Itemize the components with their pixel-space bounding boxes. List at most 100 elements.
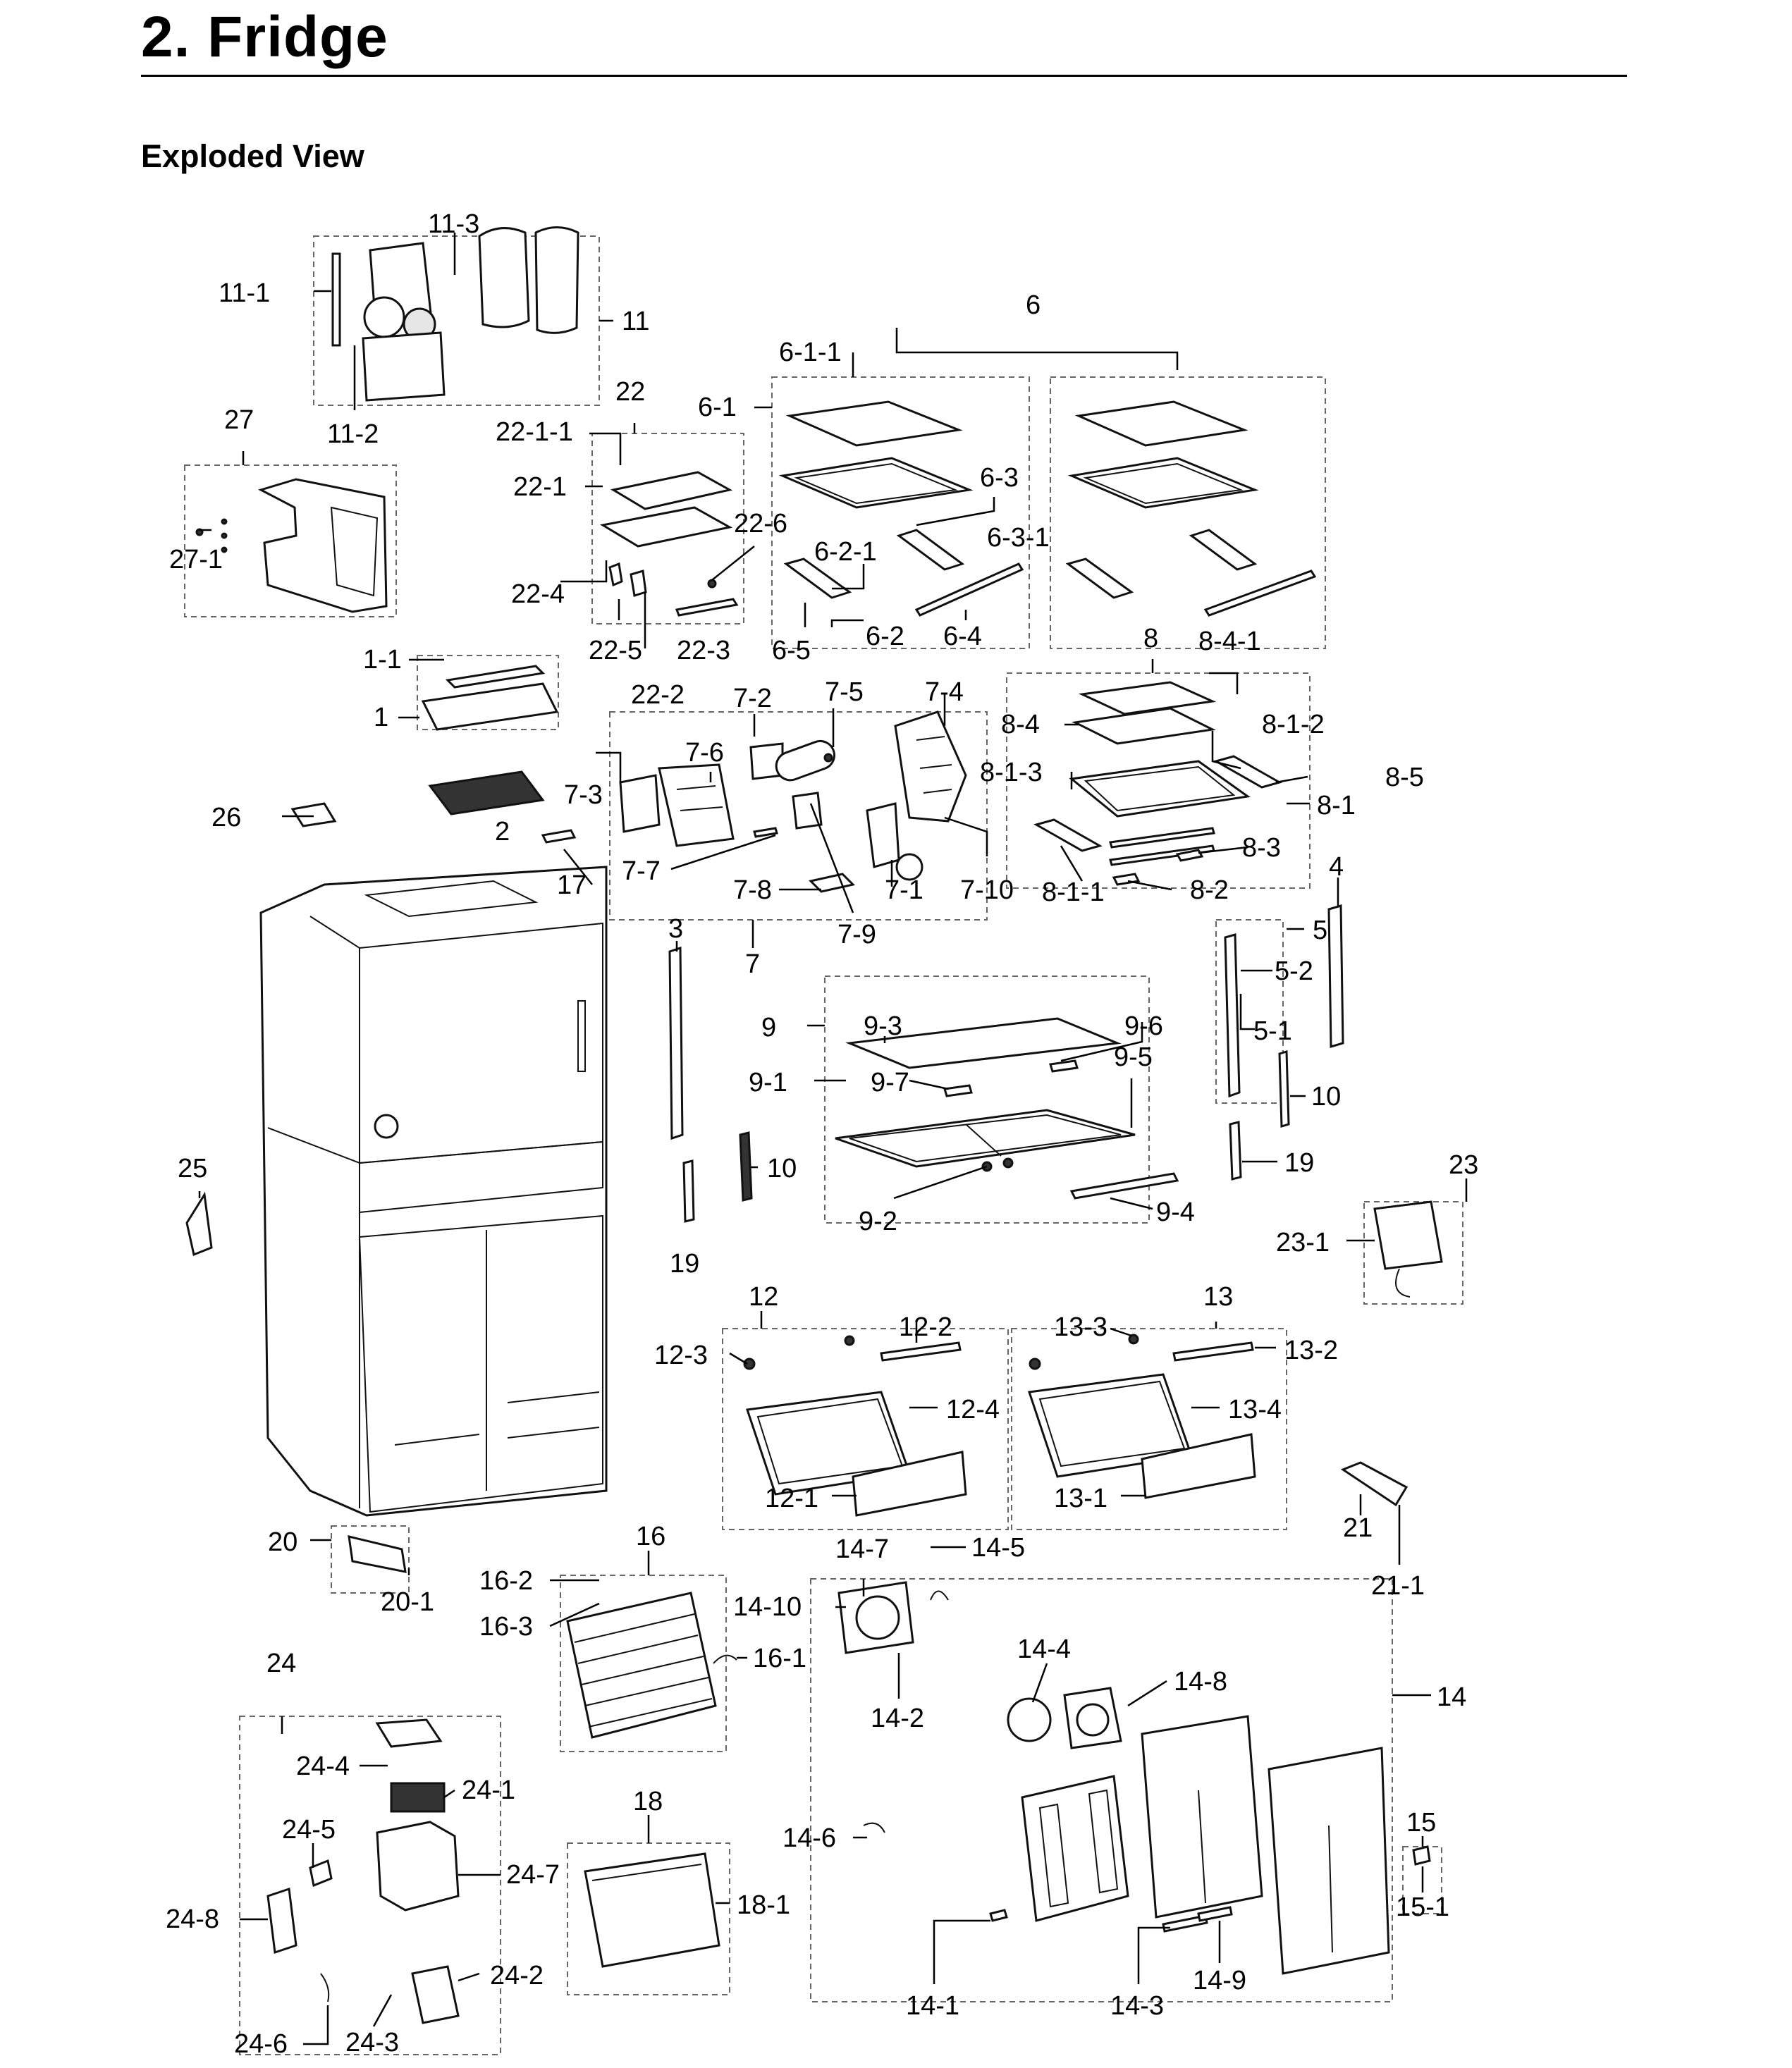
callout-label: 7-8 (733, 875, 772, 905)
part-7-assembly (619, 710, 967, 893)
callout-label: 10 (767, 1154, 797, 1183)
group-box-6-right (1050, 376, 1326, 649)
callout-label: 14-9 (1193, 1966, 1246, 1995)
part-cabinet (259, 866, 608, 1517)
callout-label: 15 (1406, 1808, 1436, 1838)
callout-label: 22-3 (677, 636, 730, 665)
callout-label: 8 (1143, 624, 1158, 653)
callout-label: 5-1 (1253, 1016, 1292, 1046)
callout-label: 27 (224, 405, 254, 435)
callout-label: 13-1 (1054, 1484, 1107, 1513)
part-1-2-26-17 (290, 665, 577, 844)
callout-label: 8-5 (1385, 763, 1424, 792)
part-24-assembly (266, 1718, 460, 2024)
callout-label: 22-2 (631, 680, 685, 710)
callout-label: 6-3 (980, 463, 1019, 493)
callout-label: 24-5 (282, 1815, 336, 1845)
part-11-assembly (331, 226, 579, 402)
callout-label: 6 (1026, 290, 1041, 320)
group-box-6-1 (771, 376, 1030, 649)
callout-label: 24-4 (296, 1752, 350, 1781)
part-9-shelf (835, 1017, 1179, 1200)
callout-label: 24-1 (462, 1775, 515, 1805)
callout-label: 24 (266, 1649, 296, 1678)
callout-label: 8-2 (1190, 875, 1229, 905)
part-14-assembly (837, 1581, 1390, 1975)
leader-lines (198, 233, 1468, 2045)
callout-label: 6-1-1 (779, 338, 842, 367)
callout-label: 7-10 (960, 875, 1014, 905)
callout-label: 11-2 (327, 419, 379, 449)
callout-label: 14-2 (871, 1704, 924, 1733)
part-18-bin (584, 1852, 720, 1968)
callout-label: 24-8 (166, 1904, 219, 1934)
callout-label: 7-3 (564, 780, 603, 810)
callout-label: 12-2 (899, 1312, 952, 1342)
callout-label: 22-5 (589, 636, 642, 665)
callout-label: 6-3-1 (987, 523, 1050, 553)
group-box-24 (239, 1716, 501, 2055)
callout-label: 8-1-3 (980, 758, 1043, 787)
callout-label: 23 (1449, 1150, 1478, 1180)
callout-label: 16-3 (479, 1612, 533, 1642)
callout-label: 8-4 (1001, 710, 1040, 739)
callout-labels: 11-3 11-1 11 11-2 27 27-1 22 22-1-1 22-1… (166, 209, 1478, 2059)
callout-label: 7-4 (925, 677, 964, 707)
callout-label: 9-1 (749, 1068, 787, 1097)
callout-label: 22 (615, 377, 645, 407)
callout-label: 10 (1311, 1082, 1341, 1112)
callout-label: 6-5 (772, 636, 811, 665)
callout-label: 18-1 (737, 1890, 790, 1920)
callout-label: 6-4 (943, 622, 982, 651)
callout-label: 20 (268, 1527, 297, 1557)
callout-label: 9-6 (1124, 1011, 1163, 1041)
parts (185, 226, 1443, 2024)
callout-label: 9-4 (1156, 1198, 1195, 1227)
callout-label: 24-6 (234, 2029, 288, 2059)
callout-label: 4 (1329, 852, 1344, 882)
callout-label: 7-5 (825, 677, 864, 707)
callout-label: 25 (178, 1154, 207, 1183)
part-23-icemaker (1373, 1200, 1443, 1298)
callout-label: 20-1 (381, 1587, 434, 1617)
callout-label: 14-1 (906, 1991, 959, 2021)
callout-label: 7-1 (885, 875, 923, 905)
group-box-22 (591, 433, 744, 624)
callout-label: 9-7 (871, 1068, 909, 1097)
group-box-27 (184, 464, 397, 617)
callout-label: 11 (622, 307, 649, 336)
callout-label: 18 (633, 1787, 663, 1816)
part-15-sensor (1412, 1845, 1431, 1866)
callout-label: 12 (749, 1282, 778, 1312)
callout-label: 23-1 (1276, 1228, 1330, 1257)
callout-label: 6-1 (698, 393, 737, 422)
callout-label: 6-2-1 (814, 537, 877, 567)
group-box-15 (1402, 1846, 1442, 1914)
callout-label: 13-4 (1228, 1395, 1282, 1424)
callout-label: 24-7 (506, 1860, 560, 1890)
callout-label: 14-10 (733, 1592, 802, 1622)
title-underline (141, 75, 1627, 77)
group-box-8 (1006, 672, 1311, 889)
callout-label: 17 (557, 870, 587, 900)
callout-label: 27-1 (169, 545, 223, 574)
part-rails (668, 904, 1344, 1223)
callout-label: 14-3 (1110, 1991, 1164, 2021)
part-8-shelf (1033, 681, 1282, 886)
callout-label: 2 (495, 817, 510, 847)
callout-label: 12-1 (765, 1484, 818, 1513)
callout-label: 1 (374, 703, 388, 732)
callout-label: 7-7 (622, 856, 661, 886)
callout-label: 9 (761, 1013, 776, 1042)
group-box-7 (609, 711, 988, 921)
group-box-12 (722, 1328, 1009, 1530)
group-boxes (184, 235, 1463, 2055)
callout-label: 26 (211, 803, 241, 832)
callout-label: 22-1 (513, 472, 567, 502)
group-box-9 (824, 975, 1150, 1224)
callout-label: 11-3 (428, 209, 479, 239)
group-box-14 (810, 1578, 1393, 2002)
callout-label: 21-1 (1371, 1571, 1425, 1601)
callout-label: 9-2 (859, 1207, 897, 1236)
callout-label: 16 (636, 1522, 665, 1551)
